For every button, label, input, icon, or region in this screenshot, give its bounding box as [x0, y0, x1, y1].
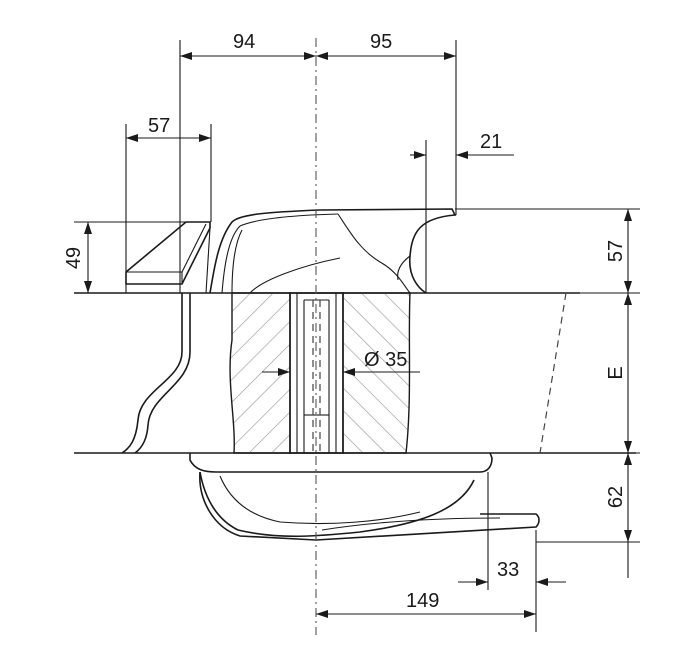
hatched-section	[229, 292, 411, 454]
dim-diameter	[262, 368, 420, 376]
dim-149	[316, 610, 536, 618]
dim-57-right-label: 57	[605, 240, 627, 262]
dim-e-label: E	[605, 366, 627, 379]
dim-21	[410, 140, 514, 293]
dim-94-label: 94	[233, 31, 255, 53]
dim-33-label: 33	[497, 559, 519, 581]
dim-95-label: 95	[370, 31, 392, 53]
lower-dome	[189, 452, 540, 541]
dim-right-stack	[455, 208, 640, 578]
dim-21-label: 21	[480, 131, 502, 153]
bolt-tube	[289, 292, 344, 454]
dim-49	[74, 221, 186, 293]
dim-33	[458, 472, 566, 632]
dim-57-top	[125, 124, 212, 272]
dim-49-label: 49	[63, 247, 85, 269]
fairlead-body	[209, 208, 457, 294]
dim-149-label: 149	[406, 590, 439, 612]
dim-94-95	[179, 40, 457, 293]
dim-57-top-label: 57	[148, 115, 170, 137]
dim-diameter-label: Ø 35	[364, 349, 407, 371]
wedge-strip	[125, 221, 211, 294]
dim-62-label: 62	[605, 486, 627, 508]
